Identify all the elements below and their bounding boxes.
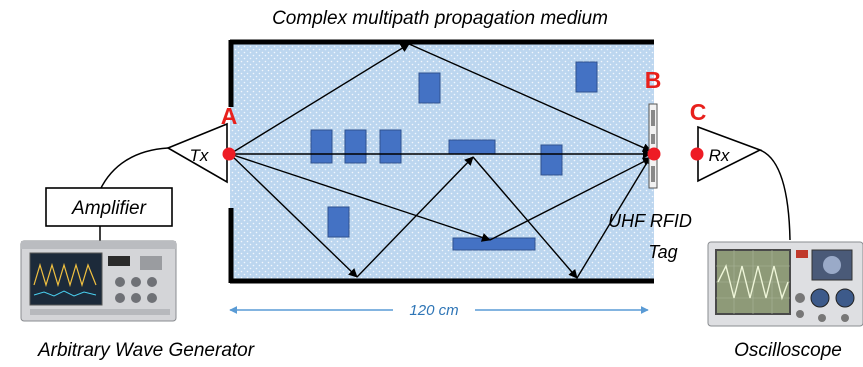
scatterers bbox=[310, 61, 598, 251]
diagram-title: Complex multipath propagation medium bbox=[272, 8, 608, 29]
scatterer bbox=[310, 129, 333, 164]
scatterer bbox=[327, 206, 350, 238]
scatterer bbox=[418, 72, 441, 104]
scatterer bbox=[540, 144, 563, 176]
tx-label: Tx bbox=[190, 146, 209, 165]
amplifier-box bbox=[45, 187, 173, 227]
scatterer bbox=[379, 129, 402, 164]
point-c-label: C bbox=[690, 99, 707, 125]
distance-label: 120 cm bbox=[409, 302, 458, 319]
amplifier-label: Amplifier bbox=[71, 198, 147, 219]
rfid-tag bbox=[648, 103, 658, 189]
rx-label: Rx bbox=[709, 146, 730, 165]
tag-label-line2: Tag bbox=[648, 242, 677, 262]
arbitrary-wave-generator-icon bbox=[20, 240, 177, 322]
oscilloscope-label: Oscilloscope bbox=[734, 340, 842, 361]
scatterer bbox=[344, 129, 367, 164]
awg-label: Arbitrary Wave Generator bbox=[37, 340, 255, 361]
multipath-rays bbox=[229, 43, 652, 279]
scatterer bbox=[448, 139, 496, 155]
point-a-label: A bbox=[221, 103, 238, 129]
scatterer bbox=[575, 61, 598, 93]
scatterer bbox=[452, 237, 536, 251]
walls bbox=[228, 39, 654, 284]
point-b-label: B bbox=[645, 67, 662, 93]
oscilloscope-icon bbox=[707, 241, 863, 327]
point-b-marker bbox=[647, 147, 661, 161]
point-a-marker bbox=[222, 147, 236, 161]
cables bbox=[99, 147, 791, 242]
tag-label-line1: UHF RFID bbox=[608, 211, 692, 231]
point-c-marker bbox=[690, 147, 704, 161]
